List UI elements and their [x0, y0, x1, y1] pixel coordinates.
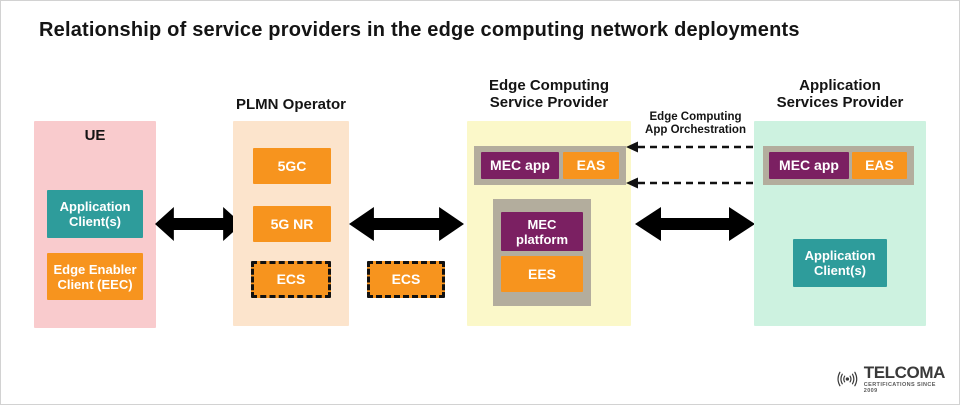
dashed-arrow-icon-orchestration-top: [626, 141, 764, 189]
ecsp-mec-app-container: MEC app EAS: [474, 146, 626, 185]
ue-application-clients-node: Application Client(s): [47, 190, 143, 238]
orchestration-label: Edge Computing App Orchestration: [645, 111, 746, 136]
double-arrow-icon-ecsp-asp: [635, 207, 755, 241]
ecsp-zone-label: Edge Computing Service Provider: [489, 77, 609, 111]
double-arrow-icon-ue-plmn: [155, 207, 242, 241]
plmn-5gc-node: 5GC: [253, 148, 331, 184]
asp-zone-label: Application Services Provider: [776, 77, 904, 111]
plmn-zone-label: PLMN Operator: [235, 96, 346, 113]
asp-application-clients-node: Application Client(s): [793, 239, 887, 287]
ecsp-ees-node: EES: [501, 256, 583, 292]
ecsp-mec-platform-container: MEC platform EES: [493, 199, 591, 306]
diagram-title: Relationship of service providers in the…: [39, 19, 800, 41]
logo-tagline: CERTIFICATIONS SINCE 2009: [863, 382, 936, 394]
plmn-ecs-node: ECS: [251, 261, 331, 298]
signal-icon: [837, 371, 858, 387]
asp-eas-node: EAS: [852, 152, 907, 179]
logo-wordmark: TELCOMA: [863, 363, 946, 382]
ue-zone-label: UE: [84, 127, 106, 144]
ecsp-eas-node: EAS: [563, 152, 619, 179]
telcoma-logo: TELCOMA CERTIFICATIONS SINCE 2009: [833, 362, 945, 396]
asp-mec-app-node: MEC app: [769, 152, 849, 179]
ecsp-mec-app-node: MEC app: [481, 152, 559, 179]
ecsp-mec-platform-node: MEC platform: [501, 212, 583, 251]
ue-edge-enabler-client-node: Edge Enabler Client (EEC): [47, 253, 143, 300]
double-arrow-icon-plmn-ecsp: [349, 207, 464, 241]
plmn-5g-nr-node: 5G NR: [253, 206, 331, 242]
interconnect-ecs-node: ECS: [367, 261, 445, 298]
asp-mec-app-container: MEC app EAS: [763, 146, 914, 185]
